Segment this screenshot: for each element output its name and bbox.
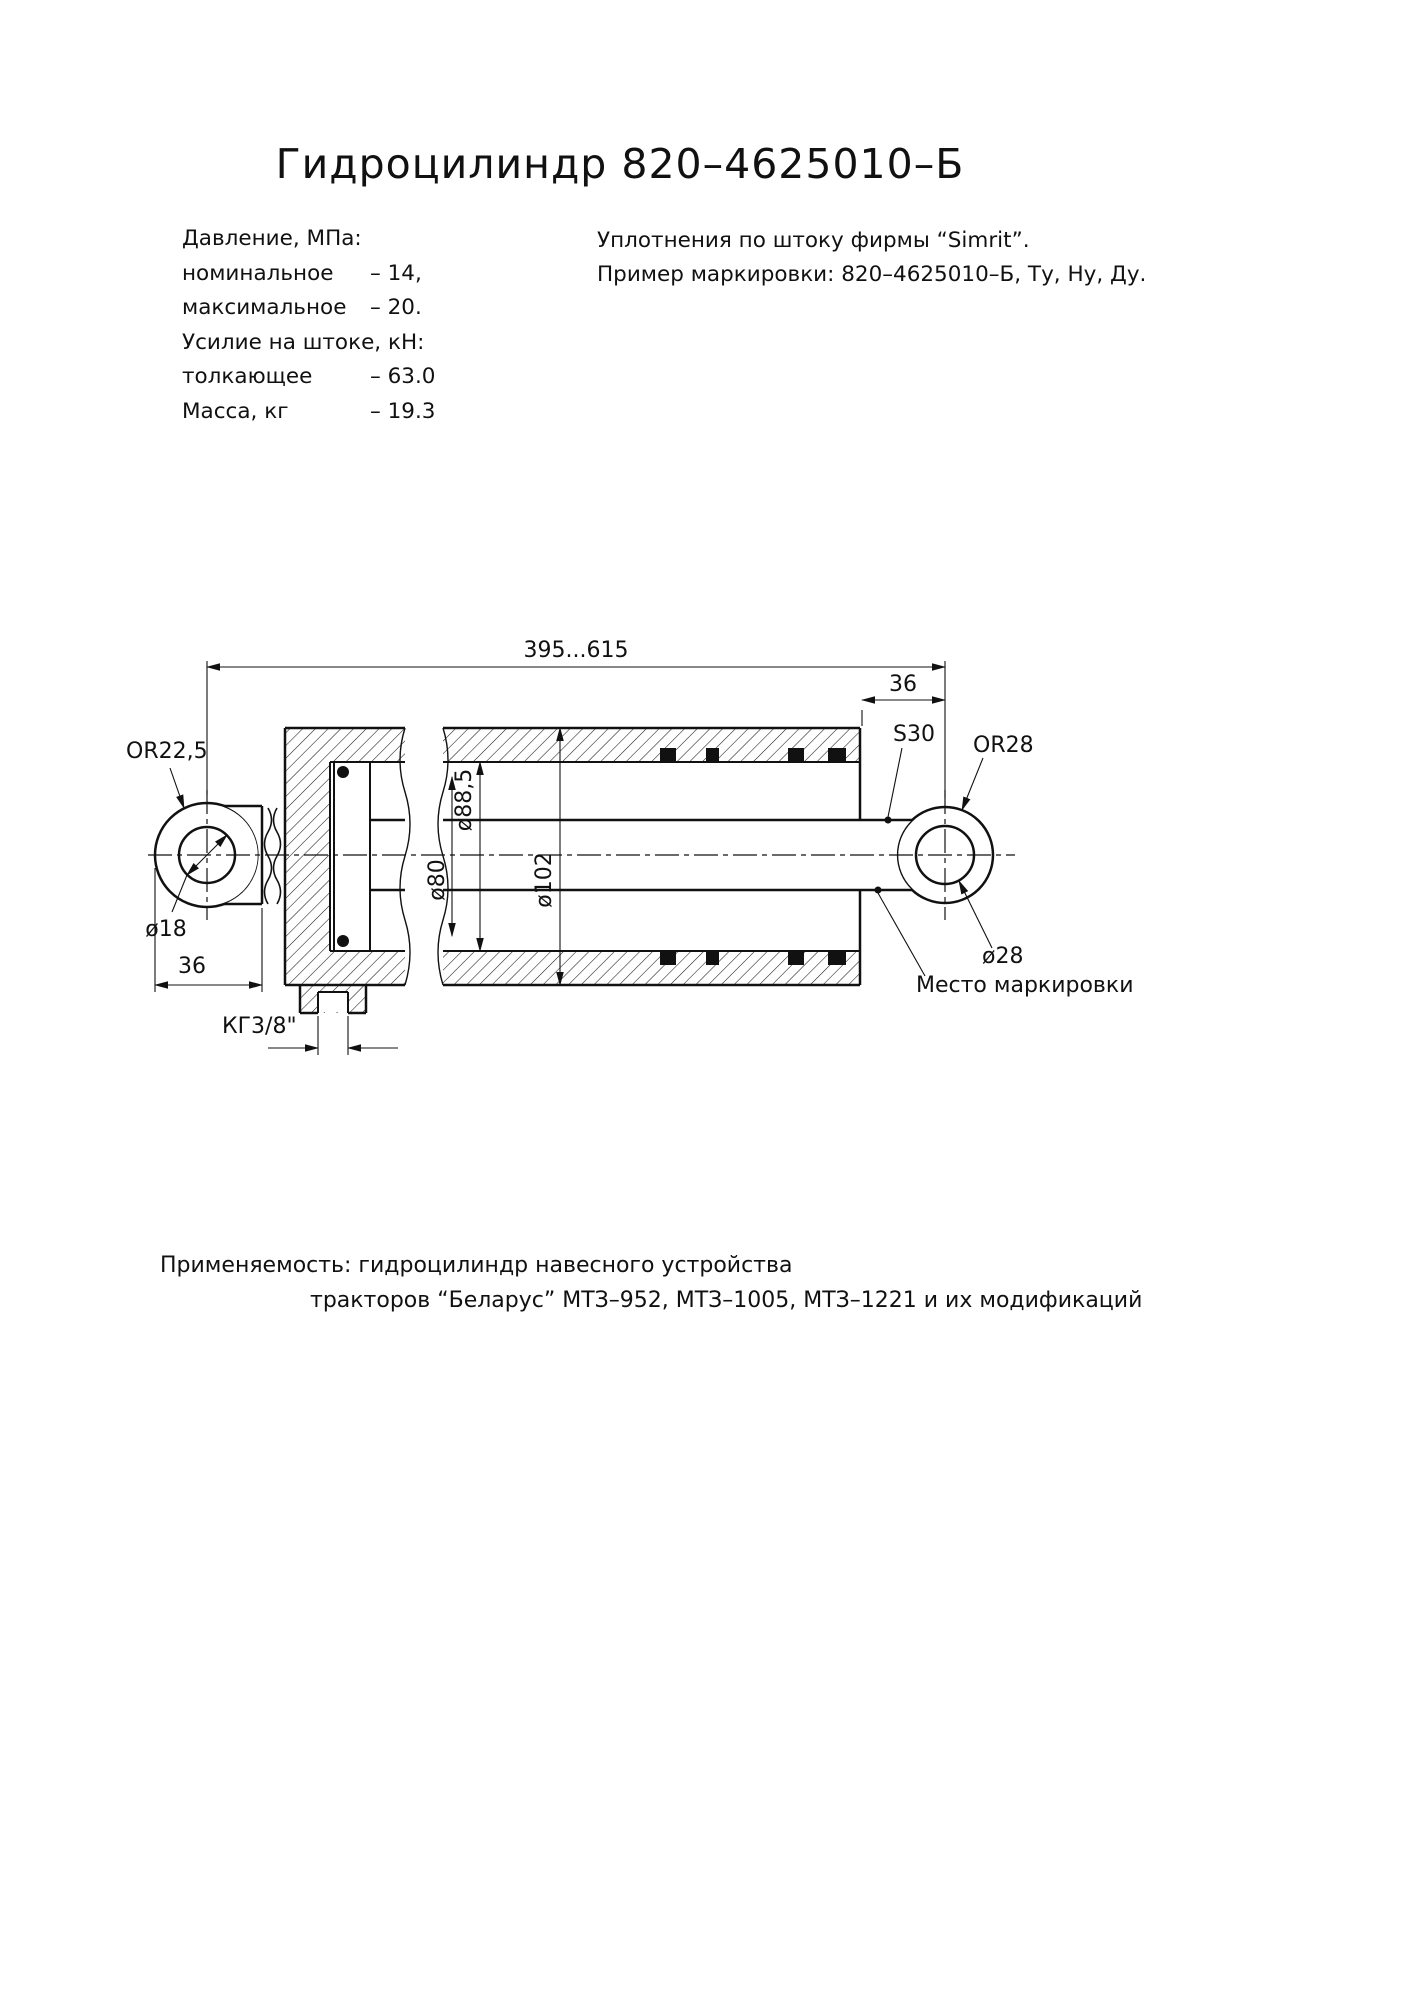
leader-d28: [958, 879, 993, 949]
spec-label: толкающее: [182, 364, 313, 390]
port-hole: [319, 993, 347, 1012]
marking-place-label: Место маркировки: [916, 973, 1134, 998]
dim-right-hole-label: ø28: [982, 944, 1023, 969]
break-line-right: [437, 727, 449, 986]
spec-value: – 20.: [370, 295, 422, 321]
note-block: Уплотнения по штоку фирмы “Simrit”. Прим…: [597, 224, 1146, 292]
dim-left-hole-label: ø18: [145, 917, 186, 942]
port-boss: [298, 985, 368, 1015]
dim-right-eye-radius-label: OR28: [973, 733, 1034, 758]
leader-marking-place: [877, 892, 926, 977]
dim-left-width-label: 36: [178, 954, 206, 979]
break-line-left: [399, 727, 411, 986]
dim-rod-flat-label: S30: [893, 722, 935, 747]
gland-seals: [660, 748, 846, 965]
leader-or22: [169, 767, 185, 810]
dim-left-eye-radius-label: OR22,5: [126, 739, 208, 764]
dim-line-d18: [186, 834, 228, 876]
piston-seal-ring-top: [337, 766, 349, 778]
spec-row-pressure-header: Давление, МПа:: [182, 226, 435, 261]
dim-tube-outer-label: ø102: [532, 852, 557, 907]
drawing-title: Гидроцилиндр 820–4625010–Б: [275, 140, 965, 188]
leader-marking-dot: [874, 886, 882, 894]
seal-note: Уплотнения по штоку фирмы “Simrit”.: [597, 228, 1030, 253]
hatch-bottom-wall-left: [285, 951, 405, 985]
applicability-line2: тракторов “Беларус” МТЗ–952, МТЗ–1005, М…: [310, 1288, 1143, 1313]
spec-value: – 19.3: [370, 398, 436, 424]
piston-seal-ring-bottom: [337, 935, 349, 947]
rod: [370, 818, 912, 892]
applicability-block: Применяемость: гидроцилиндр навесного ус…: [160, 1248, 1142, 1318]
dim-overall-length-label: 395...615: [524, 638, 629, 663]
spec-label: номинальное: [182, 260, 334, 286]
leader-s30: [887, 747, 903, 818]
spec-value: – 63.0: [370, 364, 436, 390]
spec-row-nominal: номинальное – 14,: [182, 261, 435, 296]
dim-inner-label: ø80: [425, 859, 450, 900]
spec-value: – 14,: [370, 260, 422, 286]
left-eye-lug: [224, 806, 262, 904]
marking-example-note: Пример маркировки: 820–4625010–Б, Ту, Ну…: [597, 262, 1147, 287]
dim-right-width-label: 36: [889, 672, 917, 697]
hatch-left-cap: [285, 762, 330, 951]
spec-label: Давление, МПа:: [182, 226, 362, 251]
piston: [333, 761, 371, 952]
dim-port-thread-label: КГ3/8": [222, 1014, 297, 1039]
weld-seam-wave: [263, 807, 273, 905]
leader-or28: [961, 757, 984, 812]
spec-label: Масса, кг: [182, 398, 289, 424]
spec-row-pushing: толкающее – 63.0: [182, 364, 435, 399]
dimension-labels: 395...615 36 S30 OR28 OR22,5 ø88,5 ø80 ø…: [126, 638, 1134, 1039]
spec-label: максимальное: [182, 295, 347, 321]
centerlines: [148, 790, 1015, 920]
spec-block: Давление, МПа: номинальное – 14, максима…: [182, 226, 435, 434]
applicability-line1: Применяемость: гидроцилиндр навесного ус…: [160, 1253, 793, 1278]
weld-seam-wave: [272, 807, 282, 905]
dim-bore-label: ø88,5: [452, 769, 477, 831]
hatch-top-wall-left: [285, 728, 405, 762]
dimensions: [153, 661, 993, 1055]
spec-row-force-header: Усилие на штоке, кН:: [182, 330, 435, 365]
leader-s30-dot: [884, 816, 892, 824]
spec-row-maximum: максимальное – 20.: [182, 295, 435, 330]
spec-row-mass: Масса, кг – 19.3: [182, 399, 435, 434]
cylinder-body: [283, 726, 862, 1015]
